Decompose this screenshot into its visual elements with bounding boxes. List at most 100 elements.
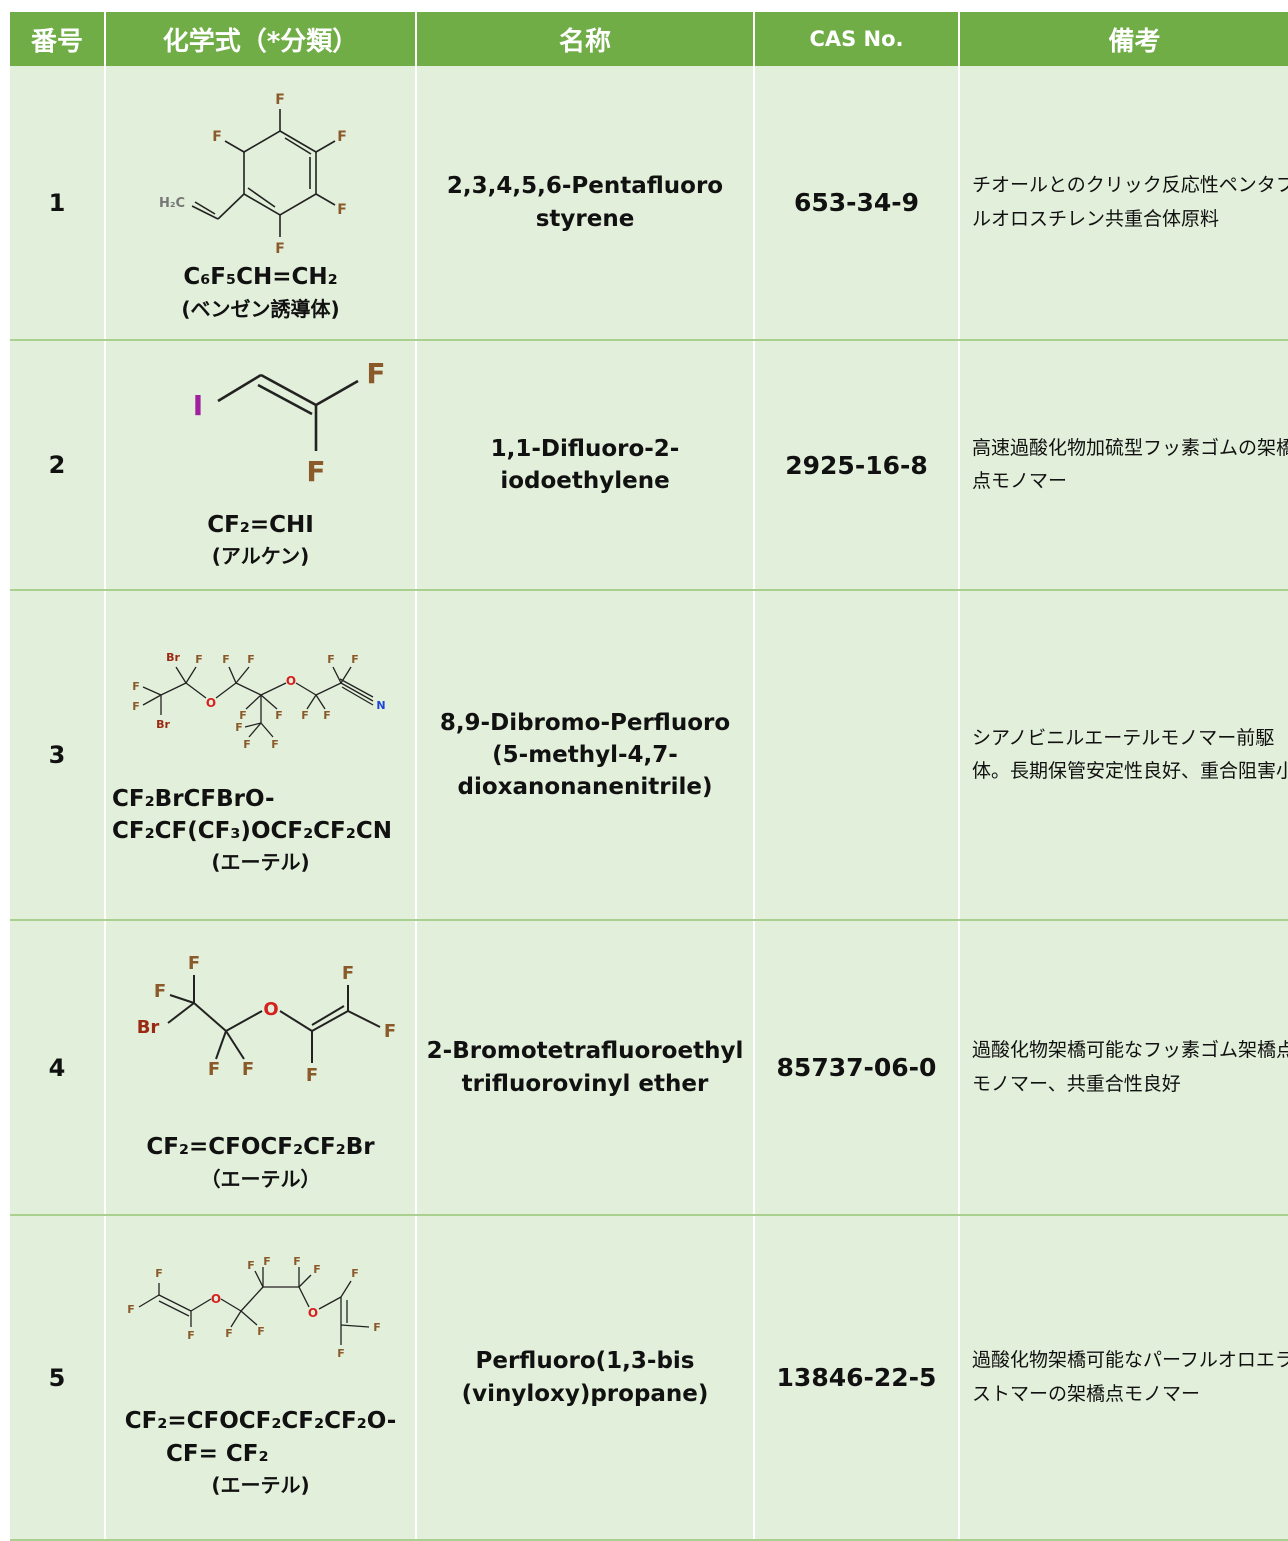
fluorine-atom-label: F	[373, 1321, 381, 1334]
fluorine-atom-label: F	[337, 202, 347, 218]
name-cell: Perfluoro(1,3-bis (vinyloxy)propane)	[416, 1215, 755, 1541]
name-line: (5-methyl-4,7-	[492, 741, 678, 768]
fluorine-atom-label: F	[222, 653, 230, 666]
bromine-atom-label: Br	[136, 1017, 159, 1038]
fluorine-atom-label: F	[275, 709, 283, 722]
fluorine-atom-label: F	[293, 1255, 301, 1268]
pentafluorostyrene-structure-icon: F F F F F H₂C	[158, 92, 347, 257]
fluorine-atom-label: F	[301, 709, 309, 722]
name-line: Perfluoro(1,3-bis	[475, 1348, 695, 1375]
name-line: 8,9-Dibromo-Perfluoro	[439, 709, 731, 736]
formula-cell: F F F F F H₂C C₆F₅CH=CH₂ (ベンゼン誘導体)	[105, 66, 417, 341]
name-cell: 8,9-Dibromo-Perfluoro (5-methyl-4,7- dio…	[416, 590, 755, 921]
fluorine-atom-label: F	[275, 241, 285, 257]
row-number: 1	[10, 66, 106, 341]
note-cell: 高速過酸化物加硫型フッ素ゴムの架橋点モノマー	[959, 340, 1288, 591]
classification-label: (ベンゼン誘導体)	[181, 296, 340, 321]
name-cell: 2,3,4,5,6-Pentafluoro styrene	[416, 66, 755, 341]
cas-number: 85737-06-0	[754, 920, 960, 1216]
table-row: 5	[10, 1215, 1288, 1541]
fluorine-atom-label: F	[351, 1267, 359, 1280]
fluorine-atom-label: F	[257, 1325, 265, 1338]
methylene-atom-label: H₂C	[158, 196, 184, 211]
fluorine-atom-label: F	[323, 709, 331, 722]
table-row: 3	[10, 590, 1288, 921]
fluorine-atom-label: F	[247, 1259, 255, 1272]
name-line: 1,1-Difluoro-2-	[490, 435, 680, 462]
name-line: iodoethylene	[500, 468, 670, 494]
fluorine-atom-label: F	[275, 92, 285, 108]
header-cas: CAS No.	[754, 12, 960, 66]
difluoroiodoethylene-structure-icon: I F F	[192, 359, 385, 488]
fluorine-atom-label: F	[327, 653, 335, 666]
row-number: 3	[10, 590, 106, 921]
cas-number	[754, 590, 960, 921]
fluorine-atom-label: F	[235, 721, 243, 734]
fluorine-atom-label: F	[337, 1347, 345, 1360]
fluorine-atom-label: F	[195, 653, 203, 666]
header-number: 番号	[10, 12, 106, 66]
fluorine-atom-label: F	[305, 1065, 317, 1086]
row-number: 4	[10, 920, 106, 1216]
fluorine-atom-label: F	[212, 129, 222, 145]
iodine-atom-label: I	[192, 389, 202, 422]
fluorine-atom-label: F	[241, 1059, 253, 1080]
formula-line: CF₂=CFOCF₂CF₂Br	[146, 1134, 375, 1161]
cas-number: 653-34-9	[754, 66, 960, 341]
fluorine-atom-label: F	[153, 981, 165, 1002]
formula-cell: I F F CF₂=CHI (アルケン)	[105, 340, 417, 591]
fluorine-atom-label: F	[243, 738, 251, 751]
formula-cell: Br F F F F F F F Br O O F F F F F F	[105, 590, 417, 921]
note-cell: 過酸化物架橋可能なフッ素ゴム架橋点モノマー、共重合性良好	[959, 920, 1288, 1216]
row-number: 2	[10, 340, 106, 591]
fluorine-atom-label: F	[187, 1329, 195, 1342]
header-note: 備考	[959, 12, 1288, 66]
perfluoro-bis-vinyloxy-propane-structure-icon: F F F O F F F F F F O F F F	[127, 1255, 381, 1360]
cas-number: 2925-16-8	[754, 340, 960, 591]
formula-cell: F F Br F F O F F F CF₂=CFOCF₂CF₂Br （エーテル…	[105, 920, 417, 1216]
name-cell: 1,1-Difluoro-2- iodoethylene	[416, 340, 755, 591]
fluorine-atom-label: F	[187, 953, 199, 974]
bromotetrafluoroethyl-trifluorovinyl-ether-structure-icon: F F Br F F O F F F	[136, 953, 395, 1086]
classification-label: (アルケン)	[211, 544, 310, 569]
row-number: 5	[10, 1215, 106, 1541]
fluorine-atom-label: F	[341, 963, 353, 984]
classification-label: （エーテル）	[200, 1166, 321, 1191]
formula-line: CF₂=CFOCF₂CF₂CF₂O-	[124, 1408, 397, 1435]
formula-line: CF₂CF(CF₃)OCF₂CF₂CN	[112, 818, 392, 844]
fluorine-atom-label: F	[383, 1021, 395, 1042]
formula-cell: F F F O F F F F F F O F F F CF₂=CFOCF₂CF…	[105, 1215, 417, 1541]
name-line: 2-Bromotetrafluoroethyl	[426, 1038, 744, 1065]
formula-line: CF₂=CHI	[207, 511, 314, 538]
table-row: 4	[10, 920, 1288, 1216]
formula-line: CF₂BrCFBrO-	[112, 785, 275, 812]
fluorine-atom-label: F	[337, 129, 347, 145]
oxygen-atom-label: O	[263, 999, 278, 1020]
note-cell: チオールとのクリック反応性ペンタフルオロスチレン共重合体原料	[959, 66, 1288, 341]
oxygen-atom-label: O	[210, 1292, 220, 1306]
formula-line: C₆F₅CH=CH₂	[183, 264, 338, 291]
fluorine-atom-label: F	[306, 455, 325, 488]
fluorine-atom-label: F	[207, 1059, 219, 1080]
name-line: (vinyloxy)propane)	[461, 1380, 709, 1407]
table-row: 1	[10, 66, 1288, 341]
formula-line: CF= CF₂	[166, 1440, 269, 1467]
fluorine-atom-label: F	[263, 1255, 271, 1268]
fluorine-atom-label: F	[313, 1263, 321, 1276]
name-line: 2,3,4,5,6-Pentafluoro	[446, 173, 724, 200]
classification-label: (エーテル)	[211, 1472, 310, 1497]
note-cell: 過酸化物架橋可能なパーフルオロエラストマーの架橋点モノマー	[959, 1215, 1288, 1541]
fluorine-atom-label: F	[351, 653, 359, 666]
compound-table: 番号 化学式（*分類） 名称 CAS No. 備考 1	[10, 12, 1288, 1541]
bromine-atom-label: Br	[156, 718, 170, 731]
fluorine-atom-label: F	[239, 709, 247, 722]
table-row: 2 I F F CF₂=CHI (アルケン)	[10, 340, 1288, 591]
header-name: 名称	[416, 12, 755, 66]
dibromo-perfluoro-dioxanonanenitrile-structure-icon: Br F F F F F F F Br O O F F F F F F	[132, 651, 385, 751]
bromine-atom-label: Br	[166, 651, 180, 664]
name-line: styrene	[535, 205, 635, 232]
oxygen-atom-label: O	[285, 674, 295, 688]
fluorine-atom-label: F	[127, 1303, 135, 1316]
name-cell: 2-Bromotetrafluoroethyl trifluorovinyl e…	[416, 920, 755, 1216]
classification-label: (エーテル)	[211, 850, 310, 875]
